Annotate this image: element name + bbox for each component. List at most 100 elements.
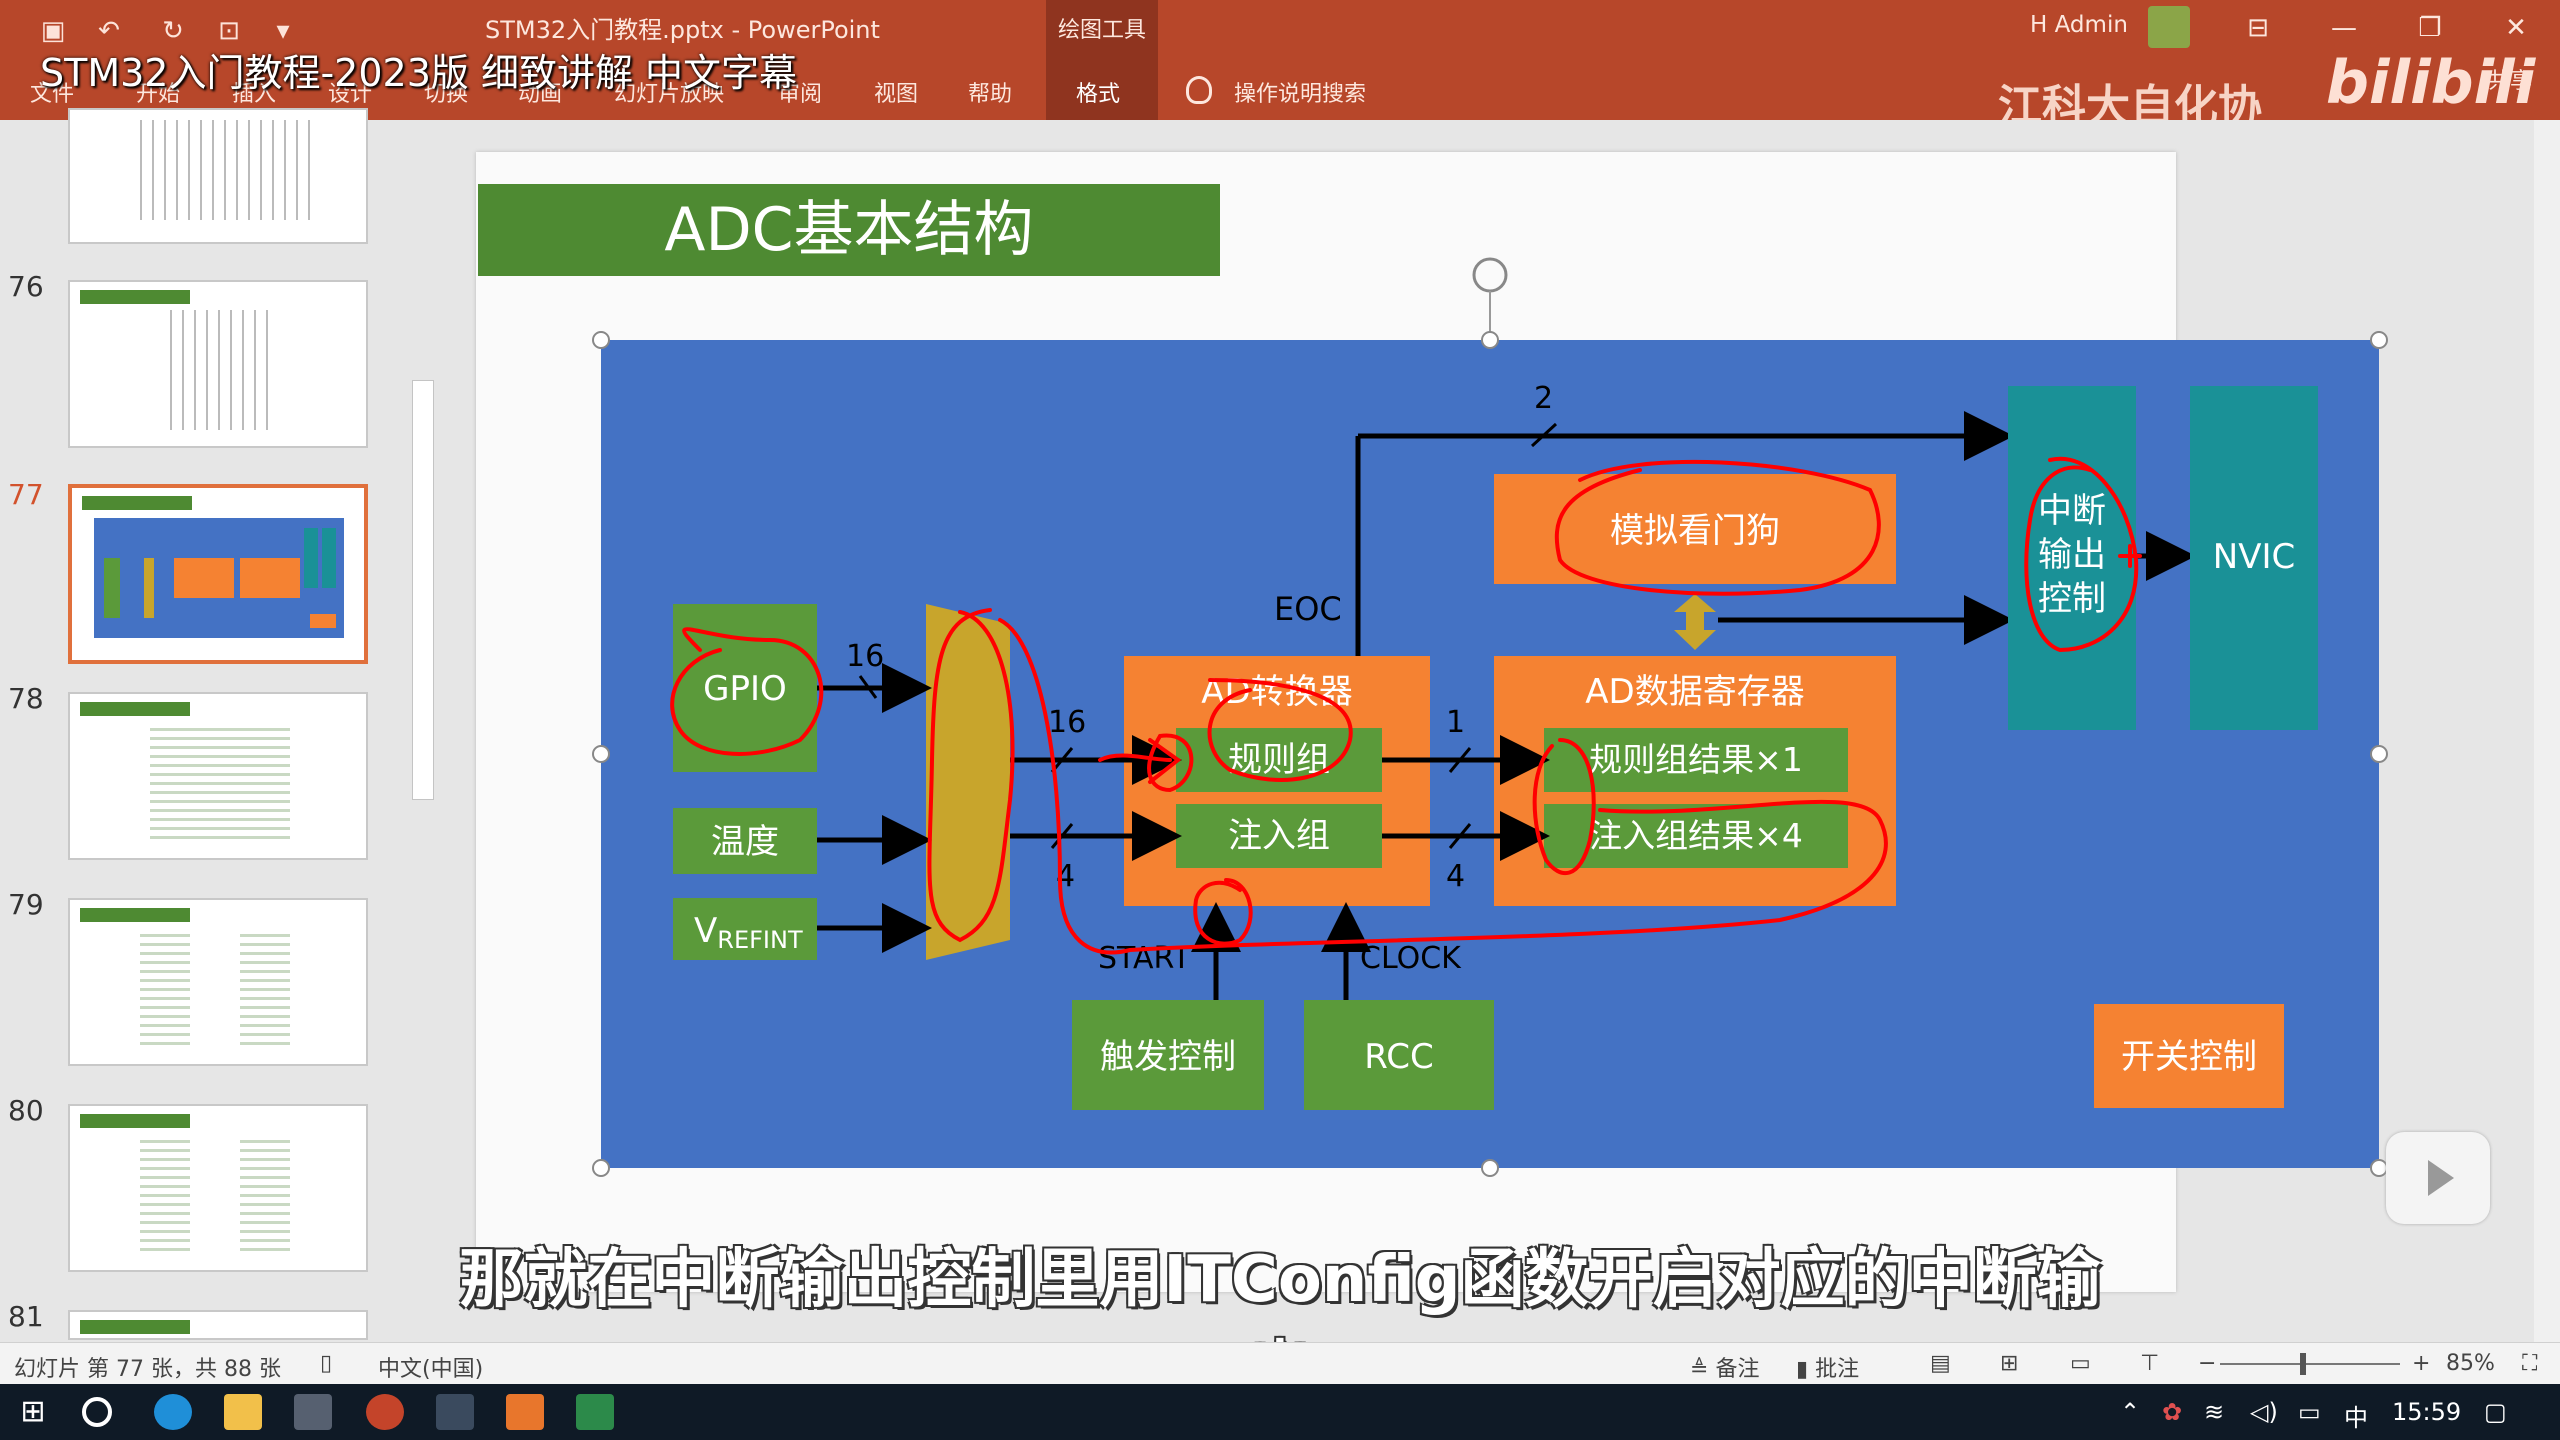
windows-start-icon[interactable]: ⊞	[20, 1394, 46, 1429]
slide-thumbnail-78[interactable]	[68, 692, 368, 860]
redo-icon[interactable]: ↻	[162, 16, 184, 46]
file-explorer-icon[interactable]	[224, 1394, 262, 1430]
save-icon[interactable]: ▣	[40, 16, 66, 46]
tab-design[interactable]: 设计	[328, 82, 373, 107]
fit-to-window-icon[interactable]: ⛶	[2522, 1351, 2538, 1376]
volume-icon[interactable]: ◁)	[2250, 1398, 2278, 1426]
tell-me-search[interactable]: 操作说明搜索	[1234, 82, 1367, 107]
clock-label: CLOCK	[1360, 941, 1462, 976]
slide-thumbnail-77[interactable]	[68, 484, 368, 664]
app-icon-orange[interactable]	[506, 1394, 544, 1430]
thumbnail-number-78: 78	[8, 682, 44, 715]
normal-view-icon[interactable]: ▤	[1930, 1351, 1951, 1376]
notes-button[interactable]: ≜ 备注	[1690, 1357, 1760, 1382]
zoom-in-icon[interactable]: +	[2412, 1351, 2431, 1376]
slide-thumbnail-81[interactable]	[68, 1310, 368, 1340]
tab-review[interactable]: 审阅	[778, 82, 823, 107]
rcc-box	[1304, 1000, 1494, 1110]
search-icon[interactable]	[82, 1397, 112, 1427]
thumbnail-title-bar	[80, 290, 190, 304]
tab-home[interactable]: 开始	[136, 82, 181, 107]
lightbulb-icon	[1186, 76, 1212, 104]
clock[interactable]: 15:59	[2392, 1398, 2462, 1426]
switch-control-box	[2094, 1004, 2284, 1108]
zoom-out-icon[interactable]: −	[2198, 1351, 2217, 1376]
undo-icon[interactable]: ↶	[98, 16, 120, 46]
spellcheck-icon[interactable]: ▯	[320, 1351, 333, 1376]
nvic-box	[2190, 386, 2318, 730]
analog-watchdog-label: 模拟看门狗	[1610, 511, 1780, 551]
tab-insert[interactable]: 插入	[232, 82, 277, 107]
thumbnail-title-bar	[80, 1114, 190, 1128]
restore-icon[interactable]: ❐	[2418, 13, 2442, 43]
wifi-icon[interactable]: ≋	[2204, 1398, 2225, 1426]
double-arrow-icon	[1674, 594, 1716, 650]
language-indicator[interactable]: 中文(中国)	[378, 1357, 484, 1382]
slide-thumbnail-76[interactable]	[68, 280, 368, 448]
customize-qat-icon[interactable]: ▾	[276, 16, 290, 46]
comments-button[interactable]: ▮ 批注	[1796, 1357, 1860, 1382]
injected-result-label: 注入组结果×4	[1589, 816, 1803, 855]
ad-converter-label: AD转换器	[1201, 672, 1352, 712]
trigger-control-label: 触发控制	[1100, 1037, 1236, 1077]
zoom-slider-knob[interactable]	[2300, 1353, 2306, 1375]
reading-view-icon[interactable]: ▭	[2070, 1351, 2091, 1376]
close-icon[interactable]: ✕	[2505, 13, 2527, 43]
photos-icon[interactable]	[436, 1394, 474, 1430]
regular-result-label: 规则组结果×1	[1589, 740, 1803, 779]
tab-transitions[interactable]: 切换	[424, 82, 469, 107]
app-icon-green[interactable]	[576, 1394, 614, 1430]
tray-chevron-icon[interactable]: ⌃	[2120, 1398, 2141, 1426]
slide-sorter-icon[interactable]: ⊞	[2000, 1351, 2019, 1376]
edge-browser-icon[interactable]	[154, 1394, 192, 1430]
temperature-box	[673, 808, 817, 874]
tab-view[interactable]: 视图	[874, 82, 919, 107]
drawing-tools-group	[1046, 0, 1158, 120]
rotate-handle-icon[interactable]	[1472, 257, 1508, 293]
tab-animations[interactable]: 动画	[518, 82, 563, 107]
trigger-control-box	[1072, 1000, 1264, 1110]
tab-file[interactable]: 文件	[30, 82, 75, 107]
thumbnail-number-81: 81	[8, 1300, 44, 1333]
user-name[interactable]: H Admin	[2030, 12, 2128, 38]
slide-thumbnail-75[interactable]	[68, 108, 368, 244]
interrupt-label-3: 控制	[2038, 579, 2106, 619]
ad-data-register-label: AD数据寄存器	[1585, 672, 1804, 712]
ime-indicator[interactable]: 中	[2344, 1404, 2368, 1432]
ribbon-display-icon[interactable]: ⊟	[2247, 13, 2269, 43]
thumbnail-scrollbar-thumb[interactable]	[412, 380, 434, 800]
slideshow-view-icon[interactable]: ⊤	[2140, 1351, 2160, 1376]
thumbnail-title-bar	[82, 496, 192, 510]
bus-width-16-input: 16	[846, 639, 884, 674]
eoc-label: EOC	[1274, 590, 1342, 628]
slide-thumbnail-80[interactable]	[68, 1104, 368, 1272]
temperature-label: 温度	[711, 822, 779, 862]
vertical-scrollbar[interactable]	[2534, 120, 2560, 1342]
injected-group-box	[1176, 804, 1382, 868]
tab-help[interactable]: 帮助	[968, 82, 1013, 107]
play-icon[interactable]	[2386, 1132, 2490, 1224]
share-button[interactable]: 共享	[2487, 69, 2532, 94]
slide-thumbnail-79[interactable]	[68, 898, 368, 1066]
tab-format[interactable]: 格式	[1076, 82, 1121, 107]
zoom-level[interactable]: 85%	[2446, 1351, 2495, 1376]
tray-app-icon[interactable]: ✿	[2162, 1398, 2183, 1426]
minimize-icon[interactable]: —	[2331, 13, 2357, 43]
notification-icon[interactable]: ▢	[2484, 1398, 2507, 1426]
slide-title-box	[478, 184, 1220, 276]
status-bar: 幻灯片 第 77 张，共 88 张 ▯ 中文(中国) ≜ 备注 ▮ 批注 ▤ ⊞…	[0, 1342, 2560, 1384]
thumbnail-number-76: 76	[8, 270, 44, 303]
avatar[interactable]	[2148, 6, 2190, 48]
tab-slideshow[interactable]: 幻灯片放映	[614, 82, 725, 107]
selection-handles[interactable]	[592, 331, 2388, 1177]
thumbnail-title-bar	[80, 702, 190, 716]
camera-app-icon[interactable]	[294, 1394, 332, 1430]
present-icon[interactable]: ⊡	[218, 16, 240, 46]
document-title: STM32入门教程.pptx - PowerPoint	[485, 16, 880, 44]
battery-icon[interactable]: ▭	[2298, 1398, 2321, 1426]
zoom-slider[interactable]	[2220, 1363, 2400, 1365]
vrefint-box	[673, 898, 817, 960]
comments-label: 批注	[1815, 1357, 1860, 1382]
powerpoint-icon[interactable]	[366, 1394, 404, 1430]
